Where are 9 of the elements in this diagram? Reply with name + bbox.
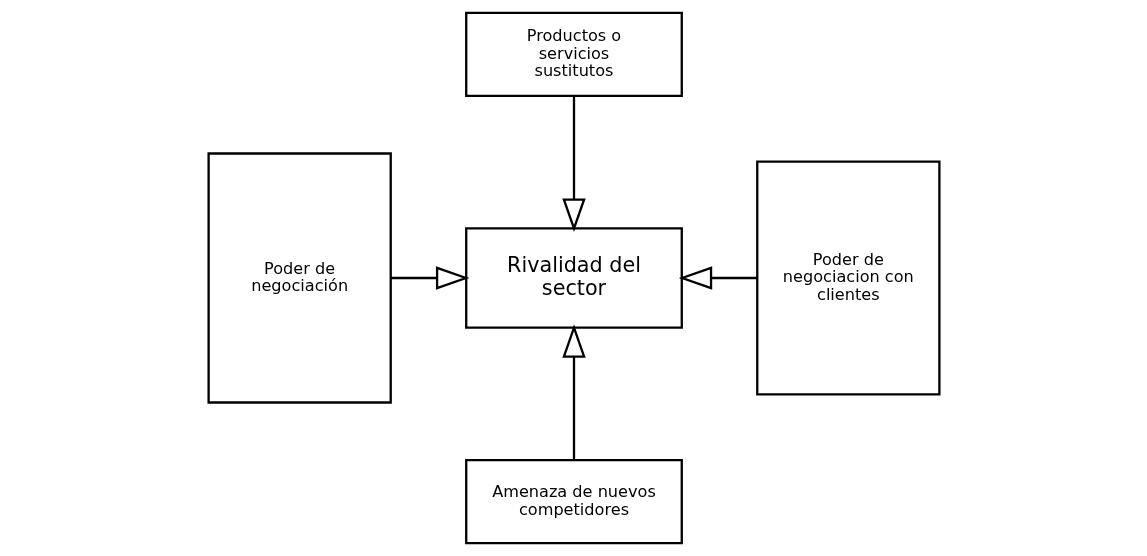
node-box: Poder de negociacion con clientes [755,160,941,396]
arrow [561,96,586,232]
arrow [390,266,469,290]
node-box: Amenaza de nuevos competidores [464,458,683,545]
node-box: Productos o servicios sustitutos [464,11,683,98]
arrow [561,324,586,460]
node-box: Rivalidad del sector [464,227,683,329]
node-box: Poder de negociación [206,152,392,404]
arrow [678,266,757,290]
